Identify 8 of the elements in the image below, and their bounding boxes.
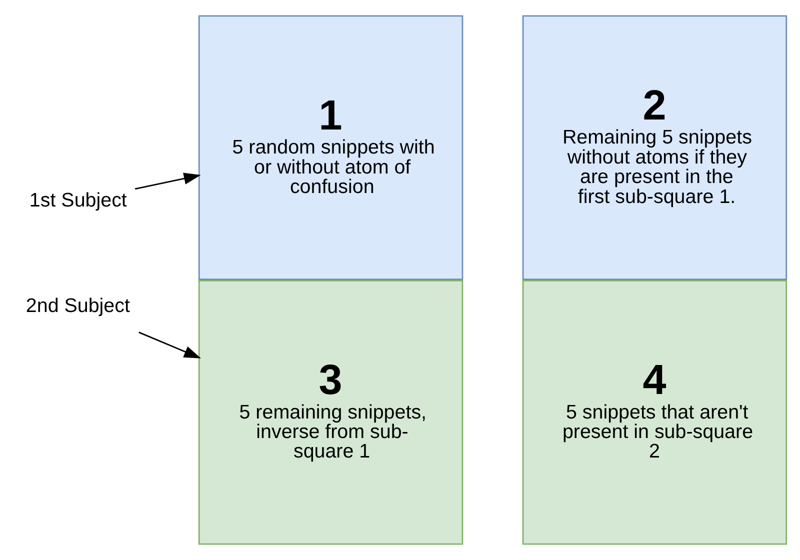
arrow: [138, 332, 200, 358]
node-box: 2 Remaining 5 snippets without atoms if they are present in the first sub-square 1.: [522, 15, 787, 280]
node-text: 1st Subject: [28, 189, 126, 212]
node-box: 3 5 remaining snippets, inverse from sub-square 1: [198, 280, 463, 545]
arrow: [134, 172, 200, 190]
node-box: 4 5 snippets that aren't present in sub-square 2: [522, 280, 787, 545]
node-box: 1 5 random snippets with or without atom of confusion: [198, 15, 463, 280]
node-text: 2nd Subject: [25, 294, 130, 317]
